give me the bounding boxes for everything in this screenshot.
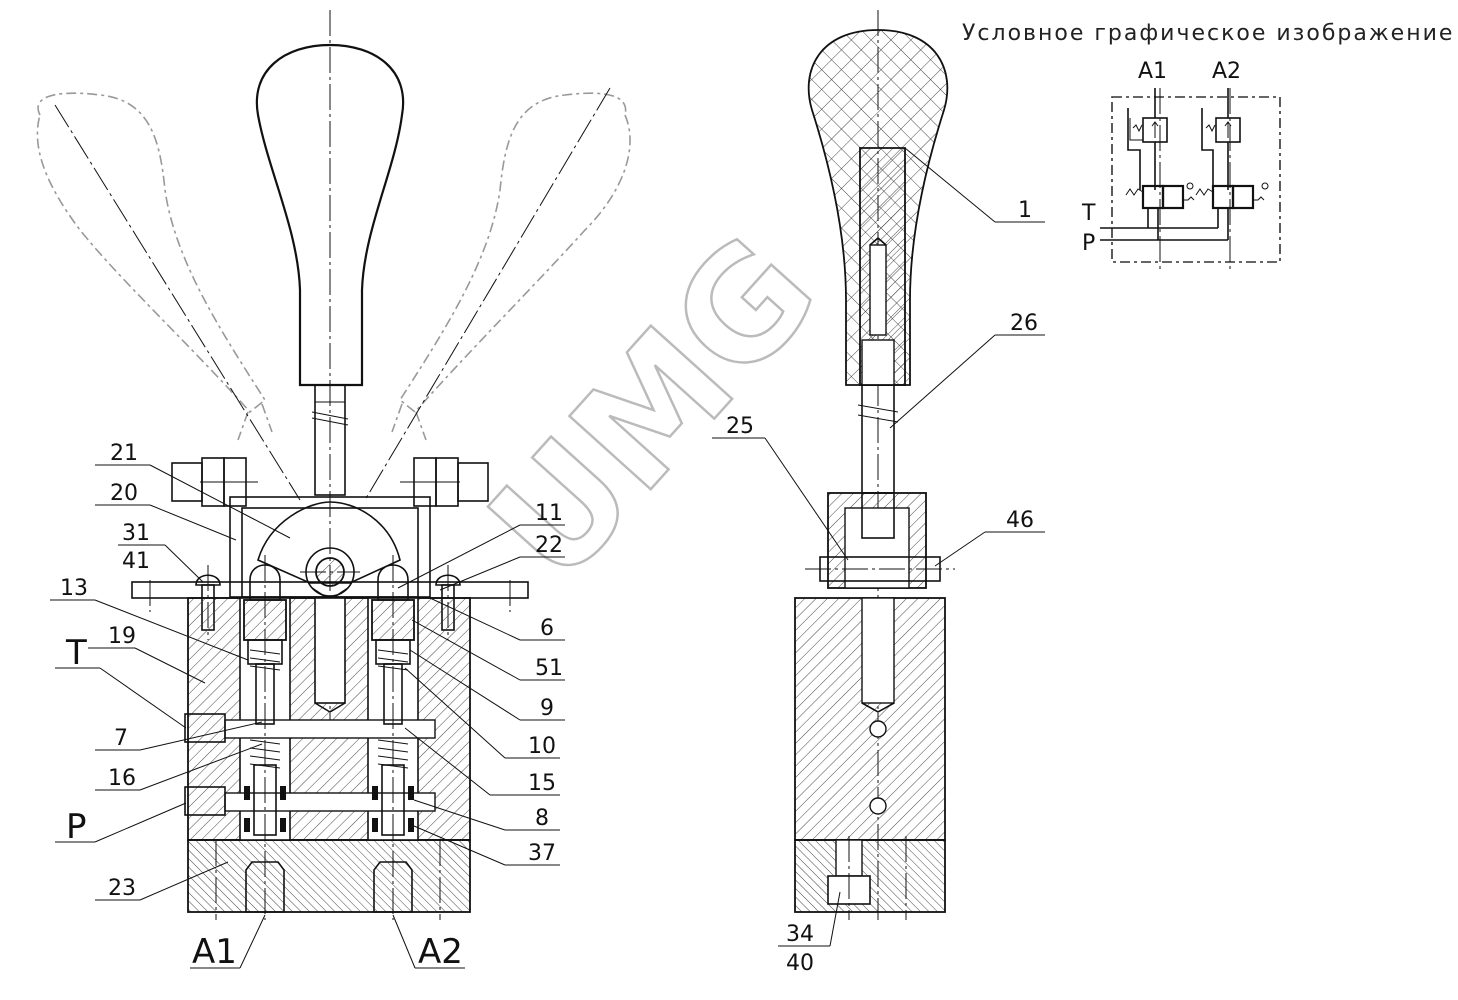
callout-t: T	[65, 633, 87, 673]
callout-1: 1	[1018, 198, 1032, 223]
port-label-a1: A1	[192, 932, 237, 972]
adjustment-bolt-left	[171, 457, 258, 507]
callout-6: 6	[540, 616, 554, 641]
graphic-symbol: Условное графическое изображение A1 A2 T…	[962, 21, 1454, 270]
schematic-port-t: T	[1081, 201, 1096, 226]
front-view-callouts-right: 11 22 6 51 9 10 15 8 37	[397, 501, 565, 866]
callout-11: 11	[535, 501, 563, 526]
callout-46: 46	[1006, 508, 1034, 533]
cam-lever	[257, 501, 401, 584]
callout-20: 20	[110, 481, 138, 506]
watermark: UMG	[456, 203, 852, 615]
schematic-port-a1: A1	[1138, 59, 1167, 84]
callout-10: 10	[528, 734, 556, 759]
schematic-title: Условное графическое изображение	[962, 21, 1454, 46]
ghost-handle-right	[364, 87, 631, 501]
callout-16: 16	[108, 766, 136, 791]
plunger-right	[371, 555, 415, 920]
schematic-port-a2: A2	[1212, 59, 1241, 84]
port-p	[184, 786, 226, 816]
callout-34: 34	[786, 922, 814, 947]
outlet-a2	[373, 861, 413, 913]
front-view	[36, 10, 631, 920]
callout-41: 41	[122, 549, 150, 574]
front-view-callouts: 21 20 31 41 13 19 T 7 16 P 23	[50, 441, 291, 901]
callout-9: 9	[540, 696, 554, 721]
callout-51: 51	[535, 656, 563, 681]
port-label-a2: A2	[418, 932, 463, 972]
callout-13: 13	[60, 576, 88, 601]
bottom-plate	[187, 839, 471, 913]
side-view-callouts: 1 26 25 46 34 40	[712, 147, 1045, 976]
ghost-handle-left	[36, 92, 301, 501]
plunger-left	[243, 555, 287, 920]
callout-15: 15	[528, 771, 556, 796]
callout-31: 31	[122, 521, 150, 546]
callout-26: 26	[1010, 311, 1038, 336]
adjustment-bolt-right	[400, 457, 489, 507]
callout-23: 23	[108, 876, 136, 901]
callout-25: 25	[726, 414, 754, 439]
bottom-port-labels: A1 A2	[190, 914, 465, 972]
callout-7: 7	[114, 726, 128, 751]
port-t	[184, 713, 226, 743]
callout-22: 22	[535, 533, 563, 558]
callout-40: 40	[786, 951, 814, 976]
callout-21: 21	[110, 441, 138, 466]
schematic-port-p: P	[1082, 231, 1095, 256]
handle-shaft	[314, 384, 346, 496]
callout-8: 8	[535, 806, 549, 831]
callout-p: P	[66, 807, 87, 847]
callout-19: 19	[108, 624, 136, 649]
callout-37: 37	[528, 841, 556, 866]
watermark-text: UMG	[457, 205, 850, 614]
side-view	[794, 10, 955, 920]
outlet-a1	[245, 861, 285, 913]
